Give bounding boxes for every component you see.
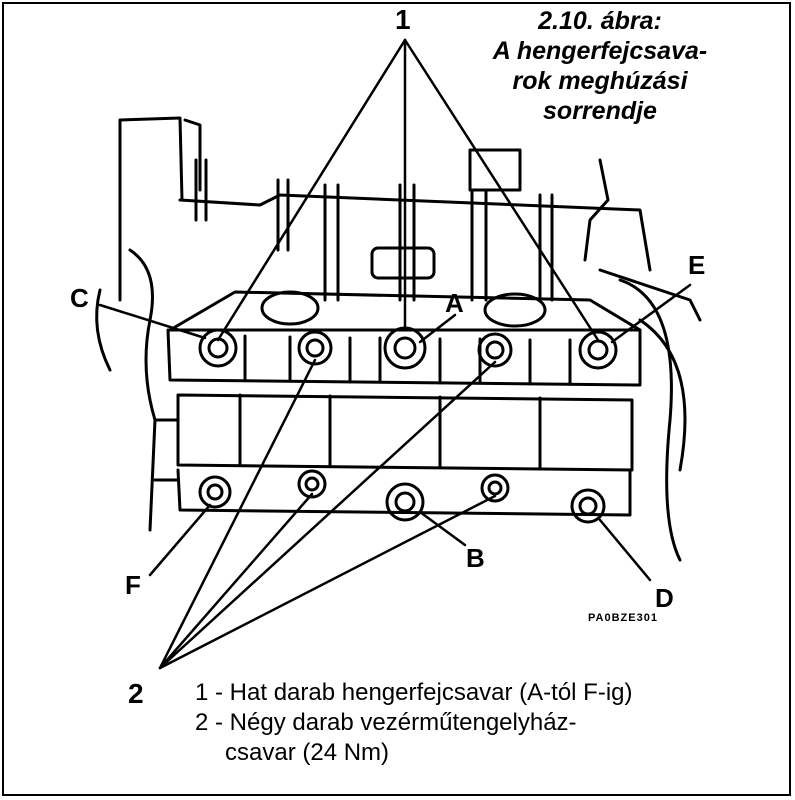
head-bolts-upper — [198, 326, 618, 370]
callout-2: 2 — [128, 678, 144, 709]
callout-B: B — [466, 543, 485, 573]
callout-A: A — [445, 288, 464, 318]
callout-D: D — [655, 583, 674, 613]
callout-1: 1 — [395, 4, 411, 35]
legend-line: 2 - Négy darab vezérműtengelyház- — [195, 709, 577, 736]
callout-C: C — [70, 283, 89, 313]
legend: 1 - Hat darab hengerfejcsavar (A-tól F-i… — [195, 678, 633, 768]
head-bolts-lower — [198, 469, 606, 524]
drawing-code: PA0BZE301 — [588, 612, 658, 624]
stud-bolts — [194, 148, 554, 302]
caption-line: 2.10. ábra: — [538, 7, 662, 35]
caption-line: A hengerfejcsava- — [492, 37, 708, 65]
figure-caption: 2.10. ábra: A hengerfejcsava- rok meghúz… — [440, 6, 760, 126]
caption-line: rok meghúzási — [512, 67, 688, 95]
legend-line: 1 - Hat darab hengerfejcsavar (A-tól F-i… — [195, 679, 633, 706]
leader-lines — [98, 38, 692, 670]
legend-line: csavar (24 Nm) — [225, 739, 390, 766]
caption-line: sorrendje — [543, 97, 657, 125]
callout-E: E — [688, 250, 706, 280]
engine-block-outline — [95, 116, 702, 562]
callout-F: F — [125, 570, 141, 600]
